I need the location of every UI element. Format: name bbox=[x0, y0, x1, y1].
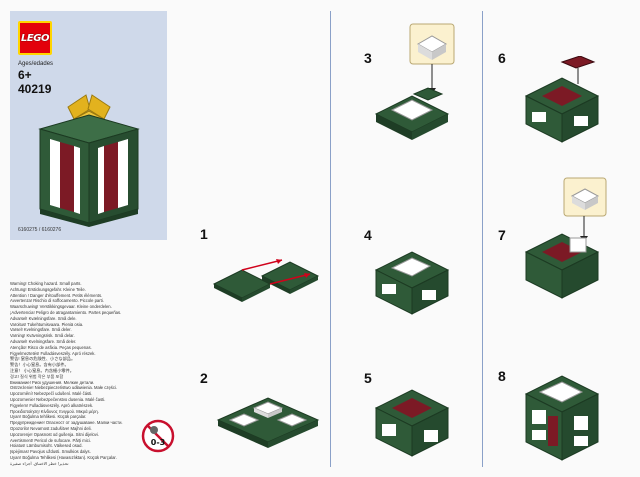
warning-line: Achtung! Erstickungsgefahr. Kleine Teile… bbox=[10, 286, 86, 292]
warning-line: Avvertenza! Rischio di soffocamento. Pic… bbox=[10, 298, 104, 304]
warning-line: 警告! 窒息の危険性、小さな部品。 bbox=[10, 356, 76, 362]
age-warning-icon: 0-3 bbox=[141, 419, 175, 453]
ages-label: Ages/edades bbox=[18, 61, 54, 67]
warning-line: Uyarı! Boğulma Tehlikesi (Havasızlıktan)… bbox=[10, 454, 117, 460]
column-divider bbox=[330, 11, 331, 467]
warning-line: Upozornenie! Nebezpečenstvo dusenia. Mal… bbox=[10, 396, 106, 402]
column-divider bbox=[482, 11, 483, 467]
warning-line: Warning! Choking hazard. Small parts. bbox=[10, 281, 82, 286]
step-number: 5 bbox=[364, 370, 372, 386]
warning-line: Varsel! Kvelningsfare. Små deler. bbox=[10, 327, 72, 333]
warning-line: تحذير! خطر الاختناق. أجزاء صغيرة bbox=[10, 460, 69, 466]
warning-line: Varoitus! Tukehtumisvaara. Pieniä osia. bbox=[10, 321, 84, 327]
warning-line: Opozorilo! Nevarnost zadušitve! Majhni d… bbox=[10, 425, 92, 431]
warning-line: ¡Advertencia! Peligro de atragantamiento… bbox=[10, 309, 122, 315]
step-number: 7 bbox=[498, 227, 506, 243]
warning-line: Avertisment! Pericol de sufocare. Părți … bbox=[10, 437, 91, 443]
warning-line: Waarschuwing! Verstikkingsgevaar. Kleine… bbox=[10, 304, 112, 310]
warning-line: Įspėjimas! Pavojus uždusti. Smulkios dal… bbox=[10, 449, 91, 455]
cover-panel: LEGO Ages/edades 6+ 40219 6 bbox=[10, 11, 167, 240]
warning-line: 警告！小心窒息。含有小部件。 bbox=[10, 362, 69, 368]
safety-warnings: Warning! Choking hazard. Small parts.Ach… bbox=[10, 281, 150, 467]
warning-line: Предупреждение! Опасност от задушаване. … bbox=[10, 420, 123, 426]
warning-line: Advarsel! Kvelningsfare. Små deler. bbox=[10, 338, 77, 344]
warning-line: 경고! 질식 위험 작은 부품 포함 bbox=[10, 373, 64, 379]
element-codes: 6160275 / 6160276 bbox=[18, 227, 62, 233]
step-number: 2 bbox=[200, 370, 208, 386]
warning-line: Внимание! Риск удушения. Мелкие детали. bbox=[10, 379, 95, 385]
finished-gift-model bbox=[38, 94, 140, 227]
age-rating: 6+ bbox=[18, 68, 32, 82]
step-number: 6 bbox=[498, 50, 506, 66]
warning-line: Atenção! Risco de asfixia. Peças pequena… bbox=[10, 344, 92, 350]
warning-line: Attention ! Danger d'étouffement. Petits… bbox=[10, 292, 103, 298]
step-number: 4 bbox=[364, 227, 372, 243]
step-1-illustration bbox=[212, 259, 320, 302]
step-number: 8 bbox=[498, 368, 506, 384]
step-number: 3 bbox=[364, 50, 372, 66]
brand-text: LEGO bbox=[21, 32, 49, 44]
step-number: 1 bbox=[200, 226, 208, 242]
warning-line: Advarsel! Kvælningsfare. Små dele. bbox=[10, 315, 77, 321]
warning-line: Προειδοποίηση! Κίνδυνος πνιγμού. Μικρά μ… bbox=[10, 408, 99, 414]
warning-line: 注意！ 小心窒息。內含細小零件。 bbox=[10, 367, 74, 373]
warning-line: Upozornění! Nebezpečí udušení. Malé část… bbox=[10, 391, 93, 397]
set-number: 40219 bbox=[18, 82, 52, 96]
age-badge-text: 0-3 bbox=[151, 438, 165, 447]
warning-line: Figyelmeztetés! Fulladásveszély. Apró ré… bbox=[10, 350, 96, 356]
warning-line: Figyelem! Fulladásveszély. Apró alkatrés… bbox=[10, 402, 94, 408]
warning-line: Upozorenje! Opasnost od gušenja. Sitni d… bbox=[10, 431, 99, 437]
warning-line: Varning! Kvävningsrisk. Små delar. bbox=[10, 333, 75, 339]
lego-logo: LEGO bbox=[18, 21, 52, 55]
warning-line: Uyarı! Boğulma tehlikesi. Küçük parçalar… bbox=[10, 414, 87, 420]
warning-line: Ostrzeżenie! Niebezpieczeństwo udławieni… bbox=[10, 385, 118, 391]
warning-line: Hoiatus! Lämbumisoht. Väikesed osad. bbox=[10, 443, 83, 449]
